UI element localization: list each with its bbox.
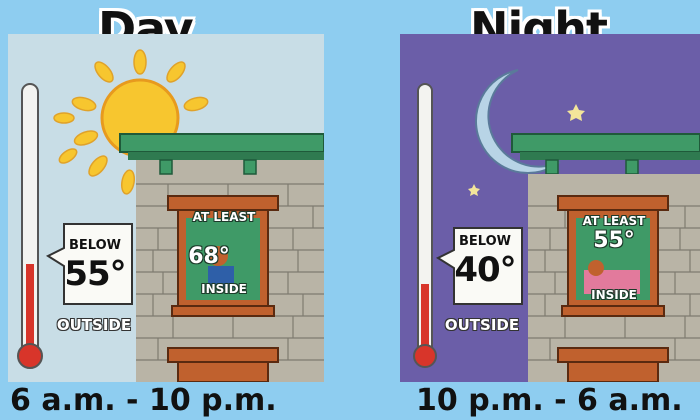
- night-time-range: 10 p.m. - 6 a.m.: [416, 383, 683, 418]
- sun-icon: [53, 49, 209, 195]
- day-inside-qualifier: AT LEAST: [192, 210, 256, 224]
- night-panel: BELOW 40° OUTSIDE AT LEAST 55° INSIDE: [400, 34, 700, 382]
- night-outside-qualifier: BELOW: [459, 234, 511, 249]
- day-time-range: 6 a.m. - 10 p.m.: [10, 383, 277, 418]
- night-window: [557, 195, 669, 317]
- night-lower-window: [557, 347, 669, 382]
- night-outside-temperature: 40°: [454, 250, 516, 290]
- day-panel: BELOW 55° OUTSIDE AT LEAST 68° INSIDE: [8, 34, 324, 382]
- day-window: [167, 195, 279, 317]
- day-outside-temperature: 55°: [64, 254, 126, 294]
- night-inside-temperature: 55°: [593, 228, 635, 253]
- night-outside-sign: [435, 227, 523, 305]
- night-inside-label: INSIDE: [591, 288, 637, 302]
- day-inside-temperature: 68°: [188, 244, 230, 269]
- night-scene: [400, 34, 700, 382]
- day-outside-sign: [45, 223, 133, 305]
- night-outside-label: OUTSIDE: [444, 316, 520, 334]
- night-inside-qualifier: AT LEAST: [582, 214, 646, 228]
- night-thermometer-icon: [413, 83, 437, 368]
- day-outside-qualifier: BELOW: [69, 238, 121, 253]
- day-lower-window: [167, 347, 279, 382]
- day-outside-label: OUTSIDE: [56, 316, 132, 334]
- day-scene: [8, 34, 324, 382]
- day-inside-label: INSIDE: [201, 282, 247, 296]
- day-thermometer-icon: [17, 83, 43, 369]
